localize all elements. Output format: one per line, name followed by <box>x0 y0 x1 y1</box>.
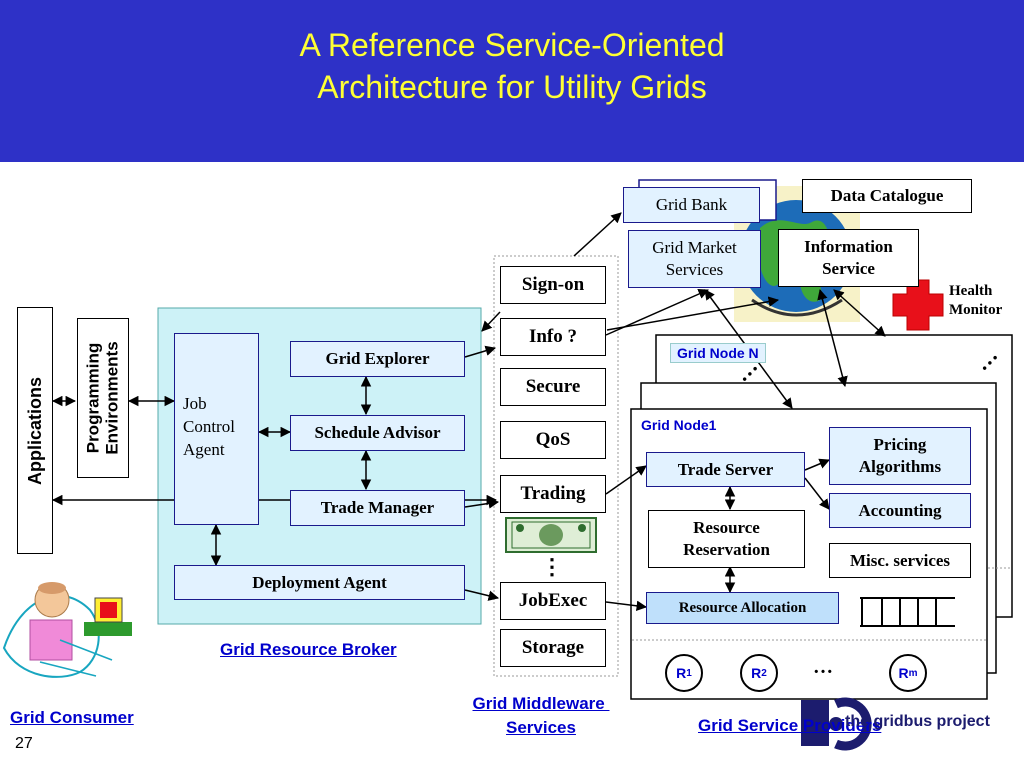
resource-r2-sub: 2 <box>761 667 767 679</box>
middleware-trading: Trading <box>500 475 606 513</box>
trade-manager-box: Trade Manager <box>290 490 465 526</box>
resource-r1-sub: 1 <box>686 667 692 679</box>
grid-market-services-line-2: Services <box>665 260 724 279</box>
accounting-box: Accounting <box>829 493 971 528</box>
middleware-storage: Storage <box>500 629 606 667</box>
resource-reservation-box: Resource Reservation <box>648 510 805 568</box>
middleware-sign-on: Sign-on <box>500 266 606 304</box>
grid-consumer-person-image <box>2 582 132 678</box>
grid-explorer-box: Grid Explorer <box>290 341 465 377</box>
page-number: 27 <box>15 735 33 752</box>
resource-reservation-line-2: Reservation <box>683 540 770 559</box>
grid-node-1-label: Grid Node1 <box>641 417 717 433</box>
information-service-line-1: Information <box>804 237 893 256</box>
information-service-line-2: Service <box>822 259 875 278</box>
health-monitor-icon <box>892 279 944 331</box>
grid-consumer-label: Grid Consumer <box>10 708 134 727</box>
trade-server-box: Trade Server <box>646 452 805 487</box>
resource-reservation-line-1: Resource <box>693 518 760 537</box>
schedule-advisor-box: Schedule Advisor <box>290 415 465 451</box>
slide-header <box>0 0 1024 162</box>
programming-environments-box: Programming Environments <box>77 318 129 478</box>
resource-r1-base: R <box>676 665 687 681</box>
data-catalogue-box: Data Catalogue <box>802 179 972 213</box>
resource-allocation-box: Resource Allocation <box>646 592 839 624</box>
deployment-agent-box: Deployment Agent <box>174 565 465 600</box>
grid-resource-broker-label: Grid Resource Broker <box>220 640 397 659</box>
grid-middleware-services-label: Grid Middleware Services <box>458 692 624 740</box>
job-control-agent-line-3: Agent <box>183 440 225 459</box>
title-line-2: Architecture for Utility Grids <box>317 69 707 105</box>
middleware-ellipsis: ⋮ <box>541 554 563 579</box>
middleware-info: Info ? <box>500 318 606 356</box>
programming-environments-label: Programming Environments <box>84 341 122 454</box>
grid-middleware-services-line-1: Grid Middleware <box>472 694 610 713</box>
middleware-qos: QoS <box>500 421 606 459</box>
job-control-agent-box: Job Control Agent <box>174 333 259 525</box>
job-control-agent-line-2: Control <box>183 417 235 436</box>
grid-market-services-line-1: Grid Market <box>652 238 737 257</box>
applications-label: Applications <box>25 376 46 485</box>
grid-bank-box: Grid Bank <box>623 187 760 223</box>
programming-environments-line-2: Environments <box>103 341 123 455</box>
grid-service-providers-label: Grid Service Providers <box>698 716 882 735</box>
pricing-algorithms-box: Pricing Algorithms <box>829 427 971 485</box>
middleware-secure: Secure <box>500 368 606 406</box>
applications-box: Applications <box>17 307 53 554</box>
dollar-bill-image <box>505 517 597 553</box>
queue-icon <box>860 597 955 627</box>
slide-title: A Reference Service-Oriented Architectur… <box>0 24 1024 108</box>
resource-rm-sub: m <box>908 667 918 679</box>
misc-services-box: Misc. services <box>829 543 971 578</box>
middleware-jobexec: JobExec <box>500 582 606 620</box>
programming-environments-line-1: Programming <box>84 342 104 454</box>
health-monitor-line-2: Monitor <box>949 302 1003 318</box>
grid-market-services-box: Grid Market Services <box>628 230 761 288</box>
health-monitor-label: Health Monitor <box>949 282 1002 320</box>
grid-middleware-services-line-2: Services <box>506 718 576 737</box>
grid-node-n-label: Grid Node N <box>670 343 766 363</box>
title-line-1: A Reference Service-Oriented <box>299 27 725 63</box>
pricing-algorithms-line-1: Pricing <box>873 435 927 454</box>
health-monitor-line-1: Health <box>949 283 993 299</box>
pricing-algorithms-line-2: Algorithms <box>858 457 942 476</box>
gridbus-logo-icon <box>801 697 872 751</box>
gridbus-logo-text: the gridbus project <box>845 713 990 730</box>
resource-r2-base: R <box>751 665 762 681</box>
job-control-agent-line-1: Job <box>183 394 207 413</box>
resources-ellipsis: … <box>813 656 833 678</box>
information-service-box: Information Service <box>778 229 919 287</box>
resource-rm-base: R <box>898 665 909 681</box>
